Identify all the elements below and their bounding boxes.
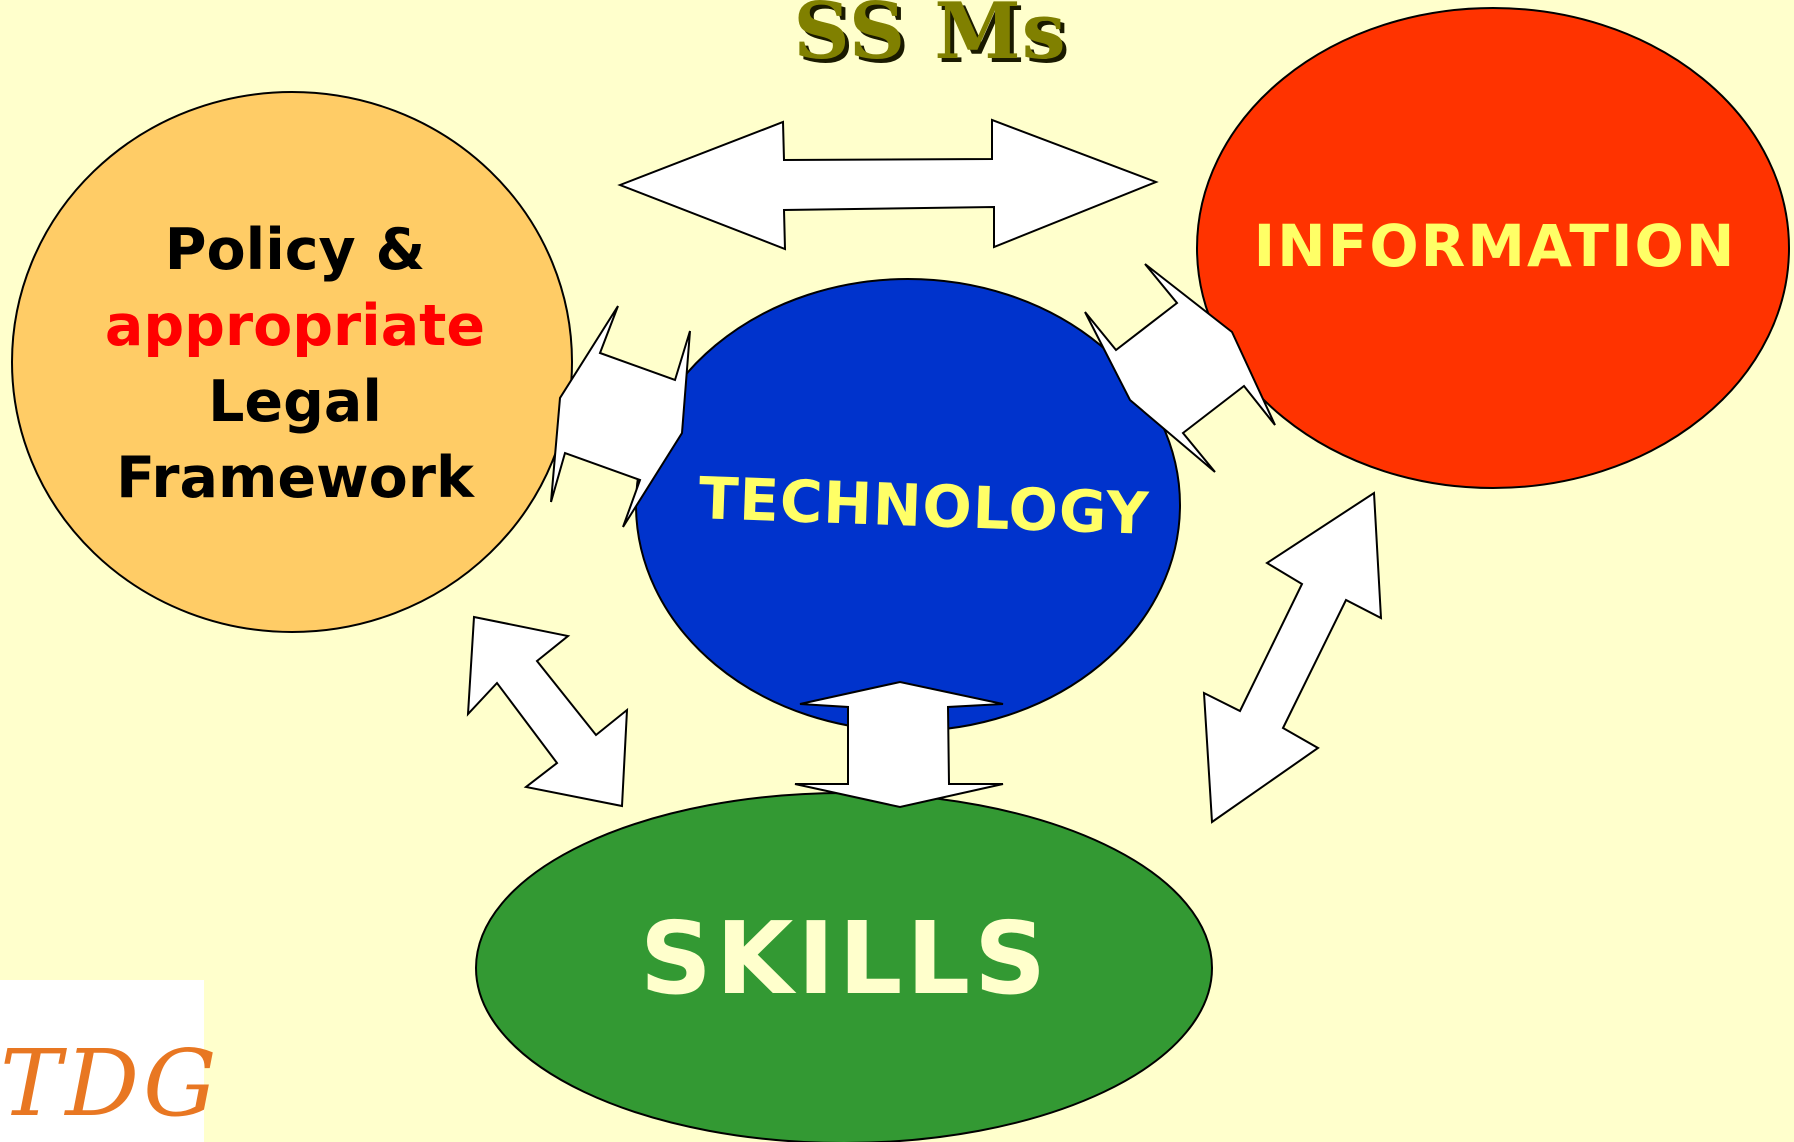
information-circle bbox=[1196, 7, 1790, 489]
policy-line-2: appropriate bbox=[104, 293, 486, 359]
double-arrow-information-skills bbox=[1202, 491, 1383, 824]
policy-line-3: Legal bbox=[208, 369, 382, 435]
double-arrow-policy-technology bbox=[550, 305, 691, 528]
diagram-title: SS Ms bbox=[793, 0, 1067, 77]
tdg-logo: TDG bbox=[0, 1030, 221, 1137]
policy-line-4: Framework bbox=[116, 445, 474, 511]
logo-background bbox=[0, 980, 204, 1142]
skills-label: SKILLS bbox=[639, 900, 1051, 1017]
double-arrow-technology-skills bbox=[794, 680, 1004, 809]
information-label: INFORMATION bbox=[1253, 212, 1737, 280]
double-arrow-policy-skills bbox=[466, 615, 629, 808]
policy-label: Policy & appropriate Legal Framework bbox=[40, 212, 550, 516]
policy-circle bbox=[11, 91, 573, 633]
double-arrow-technology-information bbox=[1084, 263, 1276, 473]
double-arrow-top bbox=[617, 118, 1159, 251]
policy-line-1: Policy & bbox=[164, 217, 426, 283]
